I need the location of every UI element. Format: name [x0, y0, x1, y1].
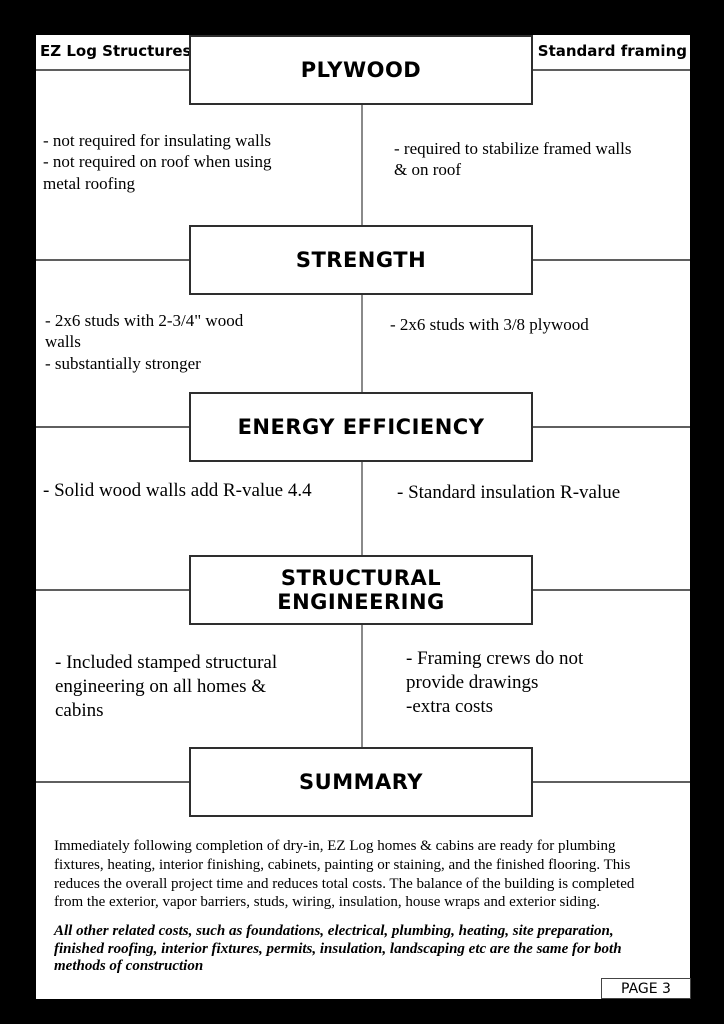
- section-box-plywood: PLYWOOD: [189, 35, 533, 105]
- section-box-structural-engineering: STRUCTURAL ENGINEERING: [189, 555, 533, 625]
- strength-standard-framing-cell: - 2x6 studs with 3/8 plywood: [390, 315, 589, 334]
- energy-efficiency-ez-log-cell: - Solid wood walls add R-value 4.4: [43, 480, 312, 501]
- section-box-strength: STRENGTH: [189, 225, 533, 295]
- strength-ez-log-cell: - 2x6 studs with 2-3/4" wood walls - sub…: [45, 311, 244, 373]
- section-title-structural-engineering: STRUCTURAL ENGINEERING: [277, 565, 445, 614]
- plywood-ez-log-cell: - not required for insulating walls - no…: [43, 131, 272, 193]
- section-title-strength: STRENGTH: [295, 247, 427, 272]
- structural-engineering-standard-framing-cell: - Framing crews do not provide drawings …: [406, 648, 584, 717]
- plywood-standard-framing-cell: - required to stabilize framed walls & o…: [394, 139, 632, 180]
- summary-paragraph: Immediately following completion of dry-…: [54, 838, 635, 911]
- page-number-label: PAGE 3: [621, 980, 671, 997]
- section-box-summary: SUMMARY: [189, 747, 533, 817]
- section-title-energy-efficiency: ENERGY EFFICIENCY: [237, 414, 485, 439]
- energy-efficiency-standard-framing-cell: - Standard insulation R-value: [397, 482, 621, 503]
- structural-engineering-ez-log-cell: - Included stamped structural engineerin…: [55, 652, 278, 721]
- page-number-box: PAGE 3: [601, 978, 691, 999]
- summary-note-paragraph: All other related costs, such as foundat…: [54, 923, 622, 975]
- column-header-standard-framing: Standard framing: [537, 42, 687, 60]
- section-box-energy-efficiency: ENERGY EFFICIENCY: [189, 392, 533, 462]
- comparison-document-page: EZ Log Structures Standard framing PLYWO…: [36, 35, 691, 999]
- section-title-summary: SUMMARY: [299, 769, 423, 794]
- section-title-plywood: PLYWOOD: [300, 57, 422, 82]
- column-header-ez-log-structures: EZ Log Structures: [40, 42, 192, 60]
